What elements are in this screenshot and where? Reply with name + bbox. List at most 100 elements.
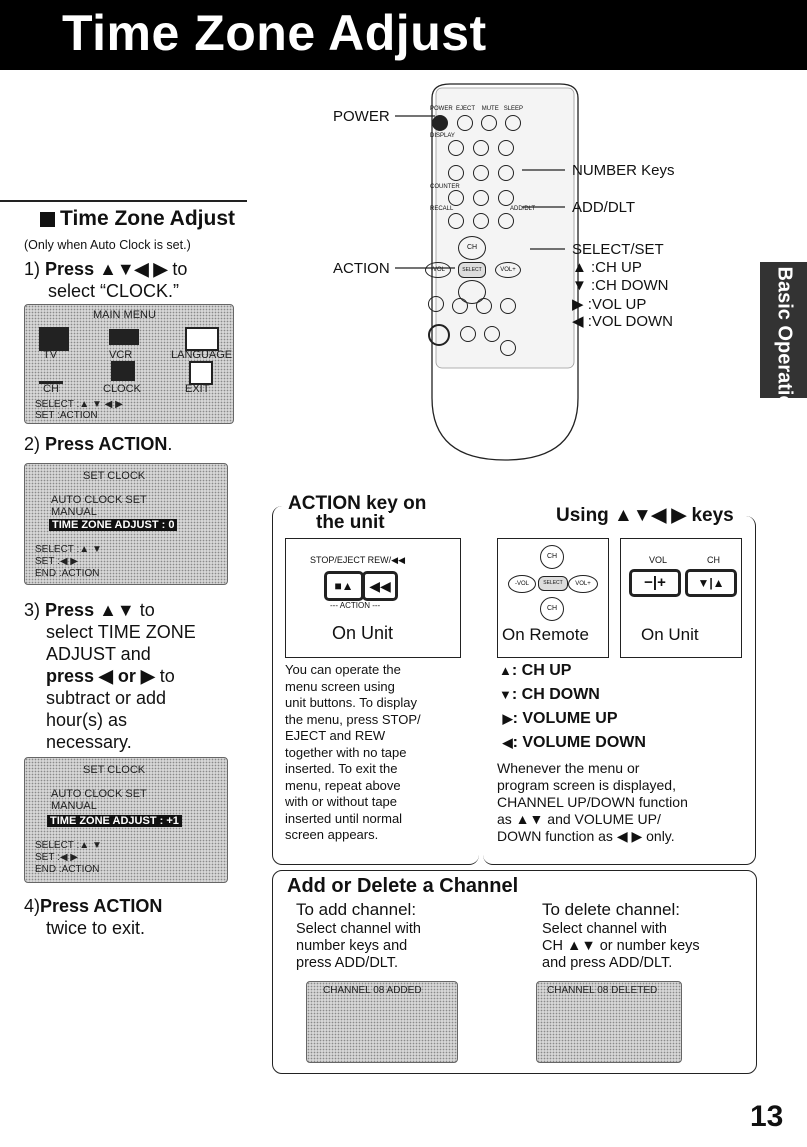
step-action: Press ACTION <box>45 434 168 454</box>
vol-down-key[interactable]: -VOL <box>508 575 536 593</box>
using-keys-box <box>483 516 756 865</box>
btn-label: DISPLAY <box>430 133 455 139</box>
num-key-3[interactable] <box>498 140 514 156</box>
key-function-list: ▲: CH UP ▼: CH DOWN ▶: VOLUME UP ◀: VOLU… <box>499 662 646 751</box>
play-button[interactable] <box>476 298 492 314</box>
screen-title: SET CLOCK <box>83 764 146 776</box>
delete-title: To delete channel: <box>542 900 680 919</box>
menu-label-vcr: VCR <box>109 349 133 361</box>
desc-line: inserted until normal <box>285 810 403 826</box>
rew-unit-button[interactable]: ◀◀ <box>362 571 398 601</box>
num-key-1[interactable] <box>448 140 464 156</box>
set-clock-screen-1: SET CLOCK AUTO CLOCK SET MANUAL TIME ZON… <box>24 463 228 585</box>
desc-line: program screen is displayed, <box>497 777 676 793</box>
stop-eject-button[interactable]: ■▲ <box>324 571 364 601</box>
num-key-9[interactable] <box>498 190 514 206</box>
using-keys-heading: Using ▲▼◀ ▶ keys <box>550 504 740 527</box>
num-key-6[interactable] <box>498 165 514 181</box>
step-3-line: necessary. <box>46 732 132 752</box>
side-tab: Basic Operation <box>760 262 807 420</box>
callout-lines <box>395 115 565 269</box>
num-key-100[interactable] <box>448 213 464 229</box>
num-key-0[interactable] <box>473 213 489 229</box>
screen-auto-clock: AUTO CLOCK SET <box>51 788 147 800</box>
delete-line: CH ▲▼ or number keys <box>542 938 700 954</box>
channel-added-screen: CHANNEL 08 ADDED <box>306 981 458 1063</box>
ch-down-button[interactable] <box>458 280 486 304</box>
stop-button[interactable] <box>428 296 444 312</box>
screen-manual: MANUAL <box>51 800 97 812</box>
sleep-button[interactable] <box>505 115 521 131</box>
vcr-icon <box>109 329 139 345</box>
set-clock-screen-2: SET CLOCK AUTO CLOCK SET MANUAL TIME ZON… <box>24 757 228 883</box>
pause-button[interactable] <box>460 326 476 342</box>
remote-keys-panel: CH -VOL SELECT VOL+ CH On Remote <box>497 538 609 658</box>
slow-button[interactable] <box>484 326 500 342</box>
select-key[interactable]: SELECT <box>538 576 568 591</box>
rec-button[interactable] <box>428 324 450 346</box>
ch-down-key[interactable]: CH <box>540 597 564 621</box>
key-item-vol-down: : VOLUME DOWN <box>512 734 646 751</box>
desc-line: with or without tape <box>285 794 398 809</box>
key-item-vol-up: : VOLUME UP <box>512 710 618 727</box>
unit-button-panel: STOP/EJECT REW/◀◀ ■▲ ◀◀ --- ACTION --- O… <box>285 538 461 658</box>
key-item-ch-up: : CH UP <box>511 662 572 679</box>
callout-ch-down: ▼ :CH DOWN <box>572 277 669 294</box>
on-remote-caption: On Remote <box>502 625 589 644</box>
step-action: press ◀ or ▶ <box>46 666 155 686</box>
eject-button[interactable] <box>457 115 473 131</box>
vol-down-button[interactable]: -VOL <box>425 262 451 278</box>
ch-up-button[interactable]: CH <box>458 236 486 260</box>
add-line: number keys and <box>296 938 408 954</box>
desc-line: screen appears. <box>285 827 379 842</box>
add-dlt-button[interactable] <box>498 213 514 229</box>
callout-vol-down: ◀ :VOL DOWN <box>572 313 673 330</box>
ch-up-key[interactable]: CH <box>540 545 564 569</box>
menu-label-tv: TV <box>43 349 58 361</box>
action-key-box <box>272 506 479 865</box>
vol-up-key[interactable]: VOL+ <box>568 575 598 593</box>
vol-unit-keys[interactable]: −|+ <box>629 569 681 597</box>
channel-deleted-screen: CHANNEL 08 DELETED <box>536 981 682 1063</box>
num-key-4[interactable] <box>448 165 464 181</box>
callout-action: ACTION <box>333 260 390 277</box>
ff-button[interactable] <box>500 298 516 314</box>
screen-auto-clock: AUTO CLOCK SET <box>51 494 147 506</box>
num-key-8[interactable] <box>473 190 489 206</box>
screen-select-line: SELECT :▲ ▼ <box>35 840 102 851</box>
select-button[interactable]: SELECT <box>458 262 486 278</box>
step-text: to <box>154 666 175 686</box>
step-3-line: ADJUST and <box>46 644 151 664</box>
exit-icon <box>189 361 213 385</box>
power-button[interactable] <box>432 115 448 131</box>
desc-line: the menu, press STOP/ <box>285 711 421 727</box>
screen-deleted-text: CHANNEL 08 DELETED <box>547 985 658 996</box>
main-menu-screen: MAIN MENU TV VCR LANGUAGE CH CLOCK EXIT … <box>24 304 234 424</box>
screen-added-text: CHANNEL 08 ADDED <box>323 985 422 996</box>
num-key-5[interactable] <box>473 165 489 181</box>
speed-button[interactable] <box>500 340 516 356</box>
step-action: Press ACTION <box>40 896 163 916</box>
page-number: 13 <box>750 1100 784 1133</box>
btn-label: SLEEP <box>503 106 524 112</box>
mute-button[interactable] <box>481 115 497 131</box>
btn-label: ADD/DLT <box>510 206 536 212</box>
btn-label: COUNTER <box>430 184 460 190</box>
screen-highlight: TIME ZONE ADJUST : 0 <box>49 519 178 531</box>
delete-line: Select channel with <box>542 921 667 937</box>
desc-line: together with no tape <box>285 744 407 760</box>
step-text: to <box>134 600 155 620</box>
num-key-2[interactable] <box>473 140 489 156</box>
desc-line: Whenever the menu or <box>497 760 640 776</box>
remote-top-labels: POWER EJECT MUTE SLEEP <box>430 106 523 112</box>
step-action: Press ▲▼◀ ▶ <box>45 259 168 279</box>
antenna-icon <box>39 363 63 384</box>
num-key-7[interactable] <box>448 190 464 206</box>
screen-manual: MANUAL <box>51 506 97 518</box>
action-key-heading-2: the unit <box>312 512 389 534</box>
rew-button[interactable] <box>452 298 468 314</box>
step-4-text: twice to exit. <box>46 918 146 938</box>
ch-unit-keys[interactable]: ▼|▲ <box>685 569 737 597</box>
vol-up-button[interactable]: VOL+ <box>495 262 521 278</box>
step-text: to <box>167 259 188 279</box>
